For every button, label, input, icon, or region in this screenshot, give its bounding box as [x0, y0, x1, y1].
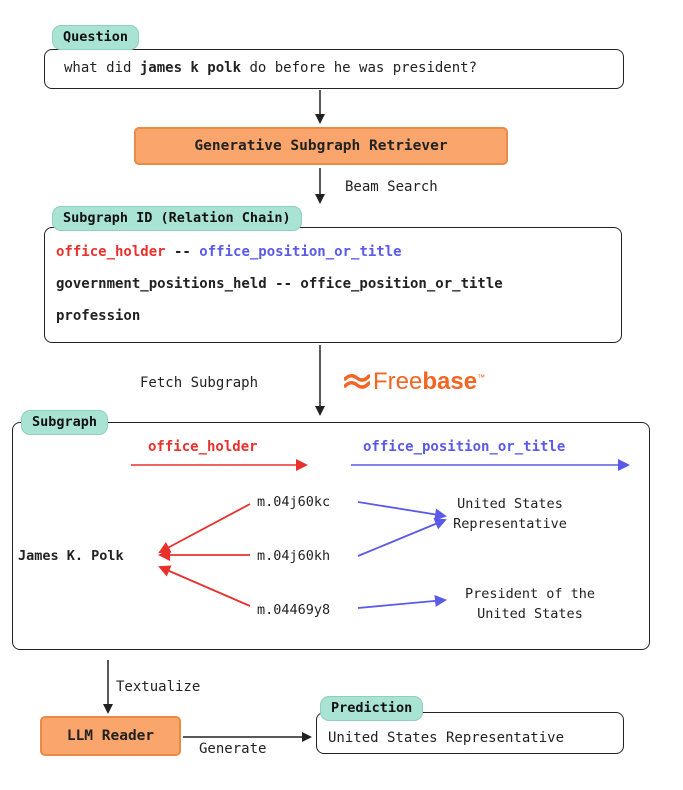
- red-edge-1: [158, 503, 251, 553]
- question-text: what did james k polk do before he was p…: [64, 60, 477, 76]
- target-us-president: President of the United States: [440, 584, 620, 624]
- red-edge-3: [158, 565, 251, 607]
- question-box: [44, 49, 624, 89]
- blue-edge-2: [357, 518, 447, 557]
- textualize-label: Textualize: [116, 679, 201, 695]
- target-2-line-2: United States: [477, 606, 583, 622]
- subgraph-id-tag: Subgraph ID (Relation Chain): [52, 206, 302, 231]
- fetch-subgraph-label: Fetch Subgraph: [140, 375, 259, 391]
- relation-chain-3: profession: [56, 308, 141, 324]
- subgraph-id-box: [44, 227, 622, 343]
- freebase-logo-tm: ™: [477, 373, 486, 382]
- relation-chain-1-red: office_holder: [56, 244, 166, 260]
- subgraph-box: [12, 422, 650, 650]
- legend-office-position: office_position_or_title: [363, 439, 566, 455]
- generative-subgraph-retriever: Generative Subgraph Retriever: [134, 127, 508, 165]
- freebase-logo-base: base: [422, 368, 478, 395]
- llm-reader: LLM Reader: [40, 716, 181, 756]
- relation-chain-2: government_positions_held -- office_posi…: [56, 276, 503, 292]
- blue-edge-3: [357, 594, 447, 609]
- relation-chain-1-sep: --: [165, 244, 200, 260]
- beam-search-label: Beam Search: [345, 179, 438, 195]
- target-2-line-1: President of the: [464, 586, 596, 602]
- target-1-line-1: United States: [457, 496, 563, 512]
- legend-office-holder: office_holder: [148, 439, 258, 455]
- question-tag: Question: [52, 25, 140, 50]
- entity-james-k-polk: James K. Polk: [18, 548, 124, 564]
- prediction-text: United States Representative: [328, 730, 565, 746]
- mid-node-2: m.04j60kh: [257, 548, 331, 564]
- generate-label: Generate: [199, 741, 267, 757]
- mid-node-3: m.04469y8: [257, 602, 331, 618]
- relation-chain-1: office_holder -- office_position_or_titl…: [56, 244, 402, 260]
- question-text-after: do before he was president?: [241, 60, 478, 76]
- relation-chain-1-blue: office_position_or_title: [199, 244, 402, 260]
- question-text-before: what did: [64, 60, 140, 76]
- target-1-line-2: Representative: [453, 516, 567, 532]
- mid-node-1: m.04j60kc: [257, 494, 331, 510]
- blue-edge-1: [357, 501, 447, 521]
- target-us-representative: United States Representative: [440, 494, 580, 534]
- question-entity: james k polk: [139, 60, 242, 76]
- freebase-logo-free: Free: [373, 368, 423, 395]
- subgraph-tag: Subgraph: [21, 410, 109, 435]
- freebase-logo-icon: Freebase™: [343, 368, 486, 396]
- freebase-wave-icon: [343, 370, 371, 390]
- prediction-tag: Prediction: [320, 696, 424, 721]
